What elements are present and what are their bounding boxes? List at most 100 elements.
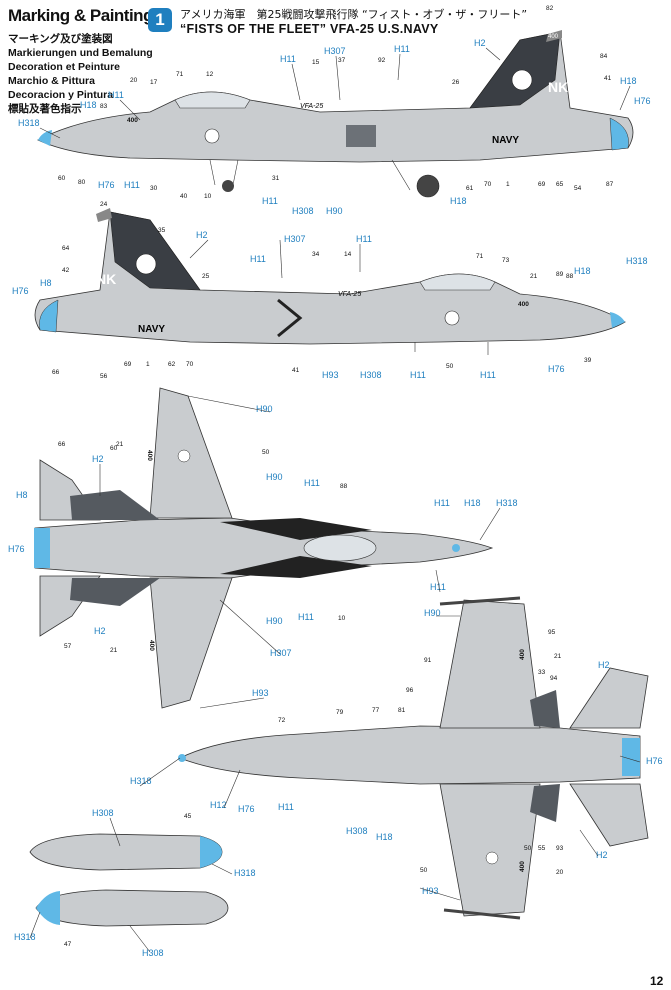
part-number: 30: [150, 185, 158, 192]
part-number: 83: [100, 103, 108, 110]
callout: H76: [634, 96, 651, 106]
part-number: 42: [62, 267, 70, 274]
callout: H308: [360, 370, 382, 380]
part-number: 77: [372, 707, 380, 714]
squadron-title-ja: アメリカ海軍 第25戦闘攻撃飛行隊 “フィスト・オブ・ザ・フリート”: [180, 8, 528, 21]
modex-bottom-wing-2: 400: [519, 861, 526, 872]
part-number: 84: [600, 53, 608, 60]
language-label-fr: Decoration et Peinture: [8, 61, 121, 73]
callout: H2: [596, 850, 608, 860]
tailcode-side-right: NK: [548, 79, 568, 95]
part-number: 82: [546, 5, 554, 12]
callout: H11: [250, 254, 266, 264]
callout: H90: [424, 608, 441, 618]
part-number: 95: [548, 629, 556, 636]
part-number: 34: [312, 251, 320, 258]
part-number: 21: [110, 647, 118, 654]
part-numbers: 71 20 17 12 15 37 92 82 26 84 41 83 30 3…: [52, 5, 614, 948]
part-number: 50: [420, 867, 428, 874]
part-number: 33: [538, 669, 546, 676]
language-label-ja: マーキング及び塗装図: [8, 33, 113, 45]
part-number: 96: [406, 687, 414, 694]
callout: H76: [98, 180, 115, 190]
part-number: 40: [180, 193, 188, 200]
part-number: 10: [204, 193, 212, 200]
part-number: 55: [538, 845, 546, 852]
part-number: 92: [378, 57, 386, 64]
part-number: 15: [312, 59, 320, 66]
callout: H12: [210, 800, 227, 810]
callout: H2: [92, 454, 104, 464]
callout: H11: [108, 90, 124, 100]
modex-side-right: 400: [127, 117, 138, 124]
callout: H318: [18, 118, 40, 128]
squadron-side-right: VFA-25: [300, 103, 323, 110]
callout: H18: [80, 100, 97, 110]
callout: H18: [376, 832, 393, 842]
part-number: 61: [466, 185, 474, 192]
part-number: 21: [116, 441, 124, 448]
part-number: 20: [556, 869, 564, 876]
callout: H318: [14, 932, 36, 942]
part-number: 89: [556, 271, 564, 278]
callout: H90: [266, 472, 283, 482]
part-number: 35: [158, 227, 166, 234]
part-number: 72: [278, 717, 286, 724]
part-number: 71: [176, 71, 184, 78]
part-number: 10: [338, 615, 346, 622]
drop-tanks: [29, 833, 229, 927]
callout: H18: [450, 196, 467, 206]
callout: H2: [94, 626, 106, 636]
callout: H76: [8, 544, 25, 554]
part-number: 56: [100, 373, 108, 380]
callout: H90: [326, 206, 343, 216]
part-number: 41: [604, 75, 612, 82]
callout: H308: [142, 948, 164, 958]
callout: H318: [496, 498, 518, 508]
part-number: 47: [64, 941, 72, 948]
part-number: 94: [550, 675, 558, 682]
callout: H2: [196, 230, 208, 240]
callout: H11: [304, 478, 320, 488]
language-label-it: Marchio & Pittura: [8, 75, 95, 87]
fintip-side-right: 400: [548, 34, 559, 40]
modex-top-wing: 400: [146, 450, 153, 461]
language-label-es: Decoracion y Pintura: [8, 89, 114, 101]
navy-side-right: NAVY: [492, 135, 519, 146]
part-number: 73: [502, 257, 510, 264]
part-number: 50: [524, 845, 532, 852]
part-number: 20: [130, 77, 138, 84]
part-number: 60: [58, 175, 66, 182]
part-number: 26: [452, 79, 460, 86]
part-number: 54: [574, 185, 582, 192]
part-number: 41: [292, 367, 300, 374]
part-number: 66: [58, 441, 66, 448]
callout: H11: [356, 234, 372, 244]
callout: H18: [464, 498, 481, 508]
callout: H76: [646, 756, 663, 766]
leader-lines: [29, 47, 641, 953]
part-number: 64: [62, 245, 70, 252]
part-number: 39: [584, 357, 592, 364]
part-number: 70: [186, 361, 194, 368]
callout: H11: [278, 802, 294, 812]
part-number: 31: [272, 175, 280, 182]
callout: H318: [234, 868, 256, 878]
part-number: 45: [184, 813, 192, 820]
callout: H90: [266, 616, 283, 626]
part-number: 69: [538, 181, 546, 188]
part-number: 25: [202, 273, 210, 280]
callout: H318: [626, 256, 648, 266]
part-number: 12: [206, 71, 214, 78]
callout: H308: [92, 808, 114, 818]
aircraft-side-right: 400 NAVY VFA-25 NK 400: [37, 30, 634, 198]
aircraft-top-view: 400 400: [34, 387, 494, 709]
callout: H308: [346, 826, 368, 836]
part-number: 66: [52, 369, 60, 376]
callout: H11: [430, 582, 446, 592]
callout: H11: [298, 612, 314, 622]
modex-side-left: 400: [518, 301, 529, 308]
language-label-de: Markierungen und Bemalung: [8, 47, 153, 59]
callout: H76: [238, 804, 255, 814]
